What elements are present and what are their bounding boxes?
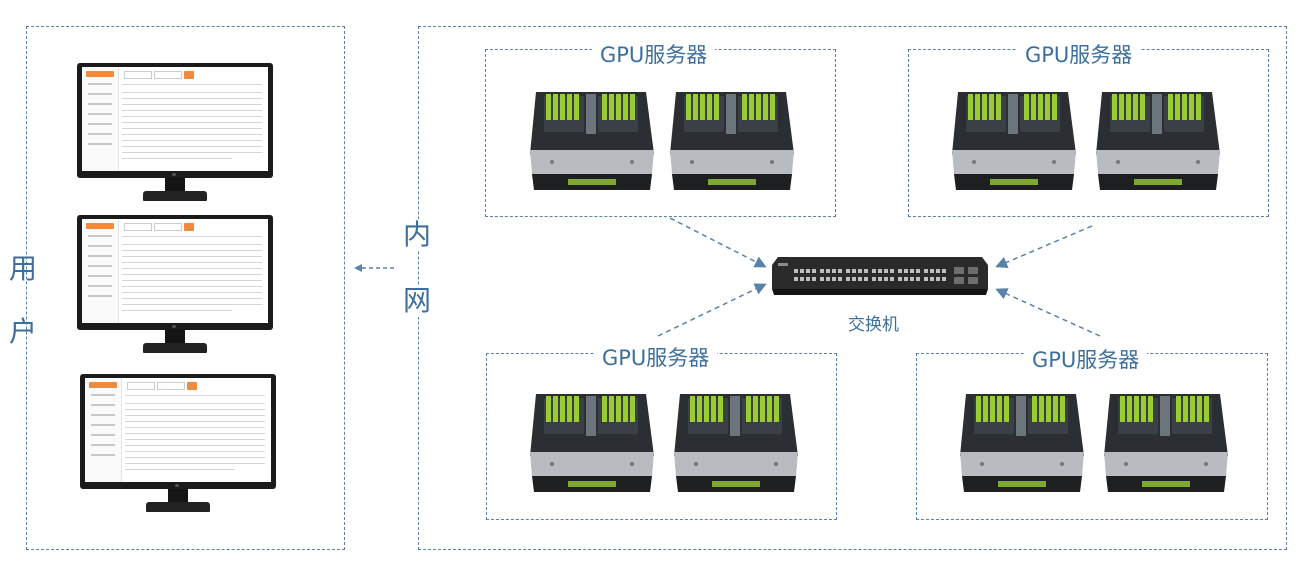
intranet-to-users-arrow [354,264,394,272]
arrow-group3-to-switch [657,283,767,337]
gpu-server-icon [528,386,656,504]
users-label-char-2: 户 [9,315,38,348]
monitor-screen [85,378,271,482]
gpu-server-icon [958,386,1086,504]
users-zone [26,26,345,550]
server-group-title: GPU服务器 [592,39,716,69]
server-group-title: GPU服务器 [594,342,718,372]
user-monitor-1 [77,63,273,203]
intranet-label-char-1: 内 [403,218,432,251]
gpu-server-icon [1102,386,1230,504]
arrow-group1-to-switch [669,217,767,268]
monitor-screen [82,67,268,171]
user-monitor-2 [77,215,273,355]
server-group-title: GPU服务器 [1017,39,1141,69]
intranet-label-char-2: 网 [403,284,432,317]
arrow-group2-to-switch [995,225,1093,268]
gpu-server-icon [950,84,1078,202]
network-switch-icon [770,255,990,299]
users-label-char-1: 用 [9,252,38,285]
gpu-server-icon [1094,84,1222,202]
switch-label: 交换机 [848,315,899,335]
gpu-server-icon [528,84,656,202]
monitor-screen [82,219,268,323]
server-group-title: GPU服务器 [1024,344,1148,374]
gpu-server-icon [668,84,796,202]
gpu-server-icon [672,386,800,504]
user-monitor-3 [80,374,276,514]
arrow-group4-to-switch [995,288,1101,337]
